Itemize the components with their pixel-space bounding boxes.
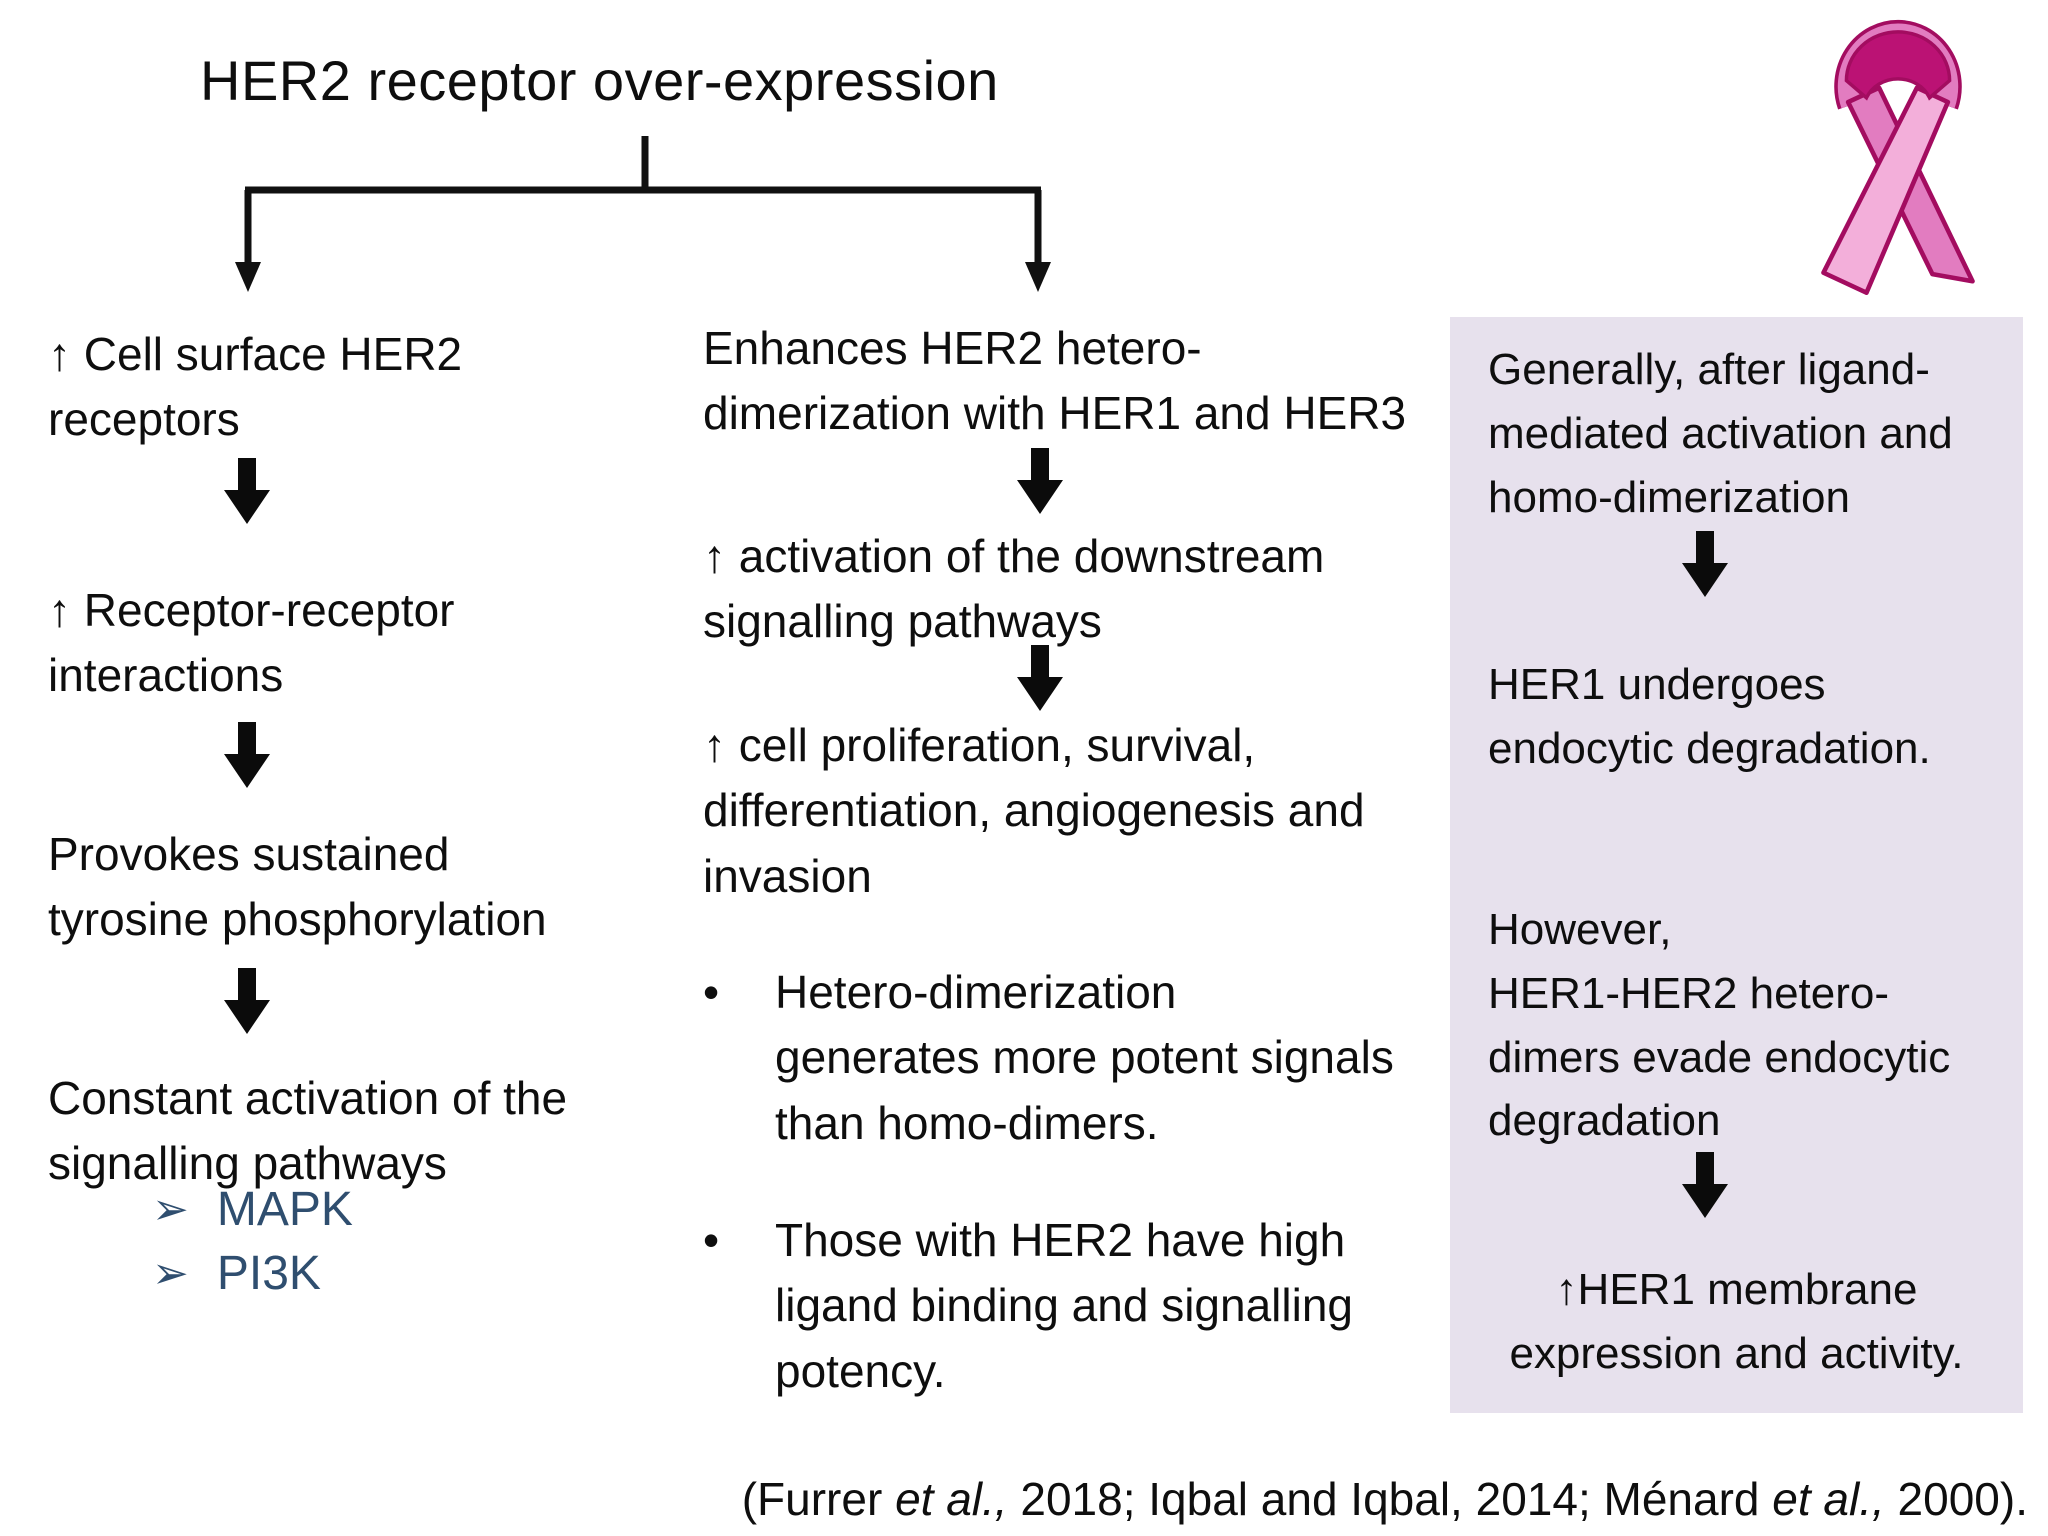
right-panel: Generally, after ligand- mediated activa… bbox=[1450, 317, 2023, 1413]
panel-step-her1-membrane: ↑HER1 membrane expression and activity. bbox=[1509, 1265, 1964, 1378]
page-title: HER2 receptor over-expression bbox=[200, 49, 999, 112]
panel-step-ligand-activation: Generally, after ligand- mediated activa… bbox=[1488, 345, 1953, 522]
list-item-potent-signals: • Hetero-dimerization generates more pot… bbox=[703, 960, 1483, 1156]
flow-step-tyrosine-phosphorylation: Provokes sustained tyrosine phosphorylat… bbox=[48, 828, 547, 946]
pathway-item-pi3k: ➢ PI3K bbox=[152, 1246, 321, 1301]
down-arrowhead-icon bbox=[235, 262, 261, 292]
pathway-item-mapk: ➢ MAPK bbox=[152, 1182, 353, 1237]
bullet-text: Those with HER2 have high ligand binding… bbox=[775, 1214, 1354, 1397]
flow-step-constant-activation: Constant activation of the signalling pa… bbox=[48, 1072, 568, 1190]
citation-text: 2000). bbox=[1884, 1473, 2028, 1525]
down-arrow-icon bbox=[224, 458, 270, 524]
pathway-label: PI3K bbox=[216, 1247, 321, 1300]
citation-text-italic: et al., bbox=[1772, 1473, 1885, 1525]
arrow-bullet-icon: ➢ bbox=[152, 1249, 189, 1298]
bullet-icon: • bbox=[703, 966, 720, 1018]
panel-step-endocytic-degradation: HER1 undergoes endocytic degradation. bbox=[1488, 660, 1931, 773]
flow-step-cell-surface-receptors: ↑ Cell surface HER2 receptors bbox=[48, 328, 463, 446]
pink-ribbon-icon bbox=[1821, 20, 1975, 296]
down-arrow-icon bbox=[224, 722, 270, 788]
flow-step-heterodimerization: Enhances HER2 hetero- dimerization with … bbox=[703, 322, 1407, 440]
bullet-text: Hetero-dimerization generates more poten… bbox=[775, 966, 1394, 1149]
down-arrow-icon bbox=[1017, 645, 1063, 711]
citation: (Furrer et al., 2018; Iqbal and Iqbal, 2… bbox=[560, 1472, 2028, 1526]
down-arrow-icon bbox=[224, 968, 270, 1034]
citation-text-italic: et al., bbox=[895, 1473, 1008, 1525]
flow-step-cell-proliferation: ↑ cell proliferation, survival, differen… bbox=[703, 719, 1365, 902]
bullet-icon: • bbox=[703, 1214, 720, 1266]
down-arrow-icon bbox=[1017, 448, 1063, 514]
citation-text: 2018; Iqbal and Iqbal, 2014; Ménard bbox=[1007, 1473, 1773, 1525]
down-arrowhead-icon bbox=[1025, 262, 1051, 292]
pathway-label: MAPK bbox=[216, 1183, 353, 1236]
down-arrow-icon bbox=[1682, 1152, 1728, 1218]
flow-step-receptor-interactions: ↑ Receptor-receptor interactions bbox=[48, 584, 455, 702]
arrow-bullet-icon: ➢ bbox=[152, 1185, 189, 1234]
down-arrow-icon bbox=[1682, 531, 1728, 597]
citation-text: (Furrer bbox=[741, 1473, 896, 1525]
flow-step-downstream-signalling: ↑ activation of the downstream signallin… bbox=[703, 530, 1325, 648]
list-item-ligand-binding: • Those with HER2 have high ligand bindi… bbox=[703, 1208, 1483, 1404]
panel-step-heterodimers-evade: However, HER1-HER2 hetero- dimers evade … bbox=[1488, 905, 1951, 1146]
